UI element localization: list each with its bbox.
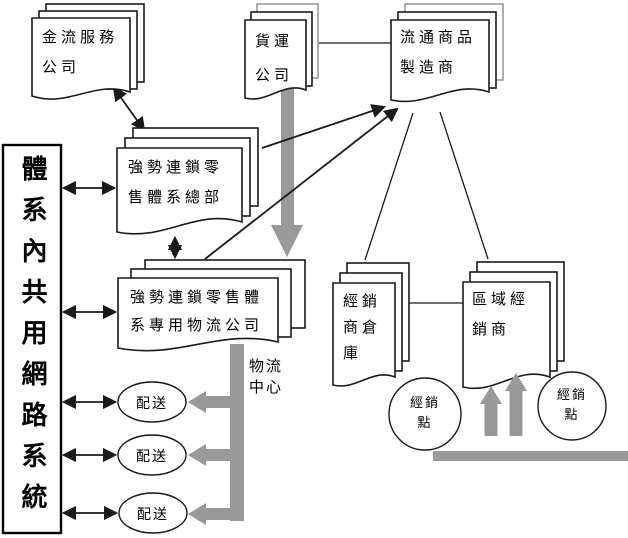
bar-to-delivery3-arrow — [188, 503, 244, 525]
logistics-company-label-line2: 系專用物流公司 — [130, 316, 264, 334]
logistics-manufacturer-arrow — [204, 107, 399, 260]
regional-up-arrow-2 — [505, 373, 527, 436]
hq-label-line2: 售體系總部 — [128, 188, 224, 206]
manufacturer-regional-line — [439, 111, 489, 260]
bottom-flow-bar — [433, 451, 628, 461]
bar-to-delivery1-arrow — [188, 391, 244, 413]
logistics-document — [117, 277, 279, 352]
distribution-center-label: 物流 中心 — [249, 356, 283, 398]
delivery-2-label: 配送 — [136, 449, 168, 465]
freight-to-logistics-arrow — [271, 88, 303, 257]
manufacturer-warehouse-line — [364, 112, 414, 261]
outlet-left-circle — [388, 377, 462, 451]
warehouse-label-line3: 庫 — [343, 344, 363, 362]
freight-company-label-line1: 貨運 — [255, 32, 294, 50]
warehouse-label-line2: 商倉 — [343, 318, 382, 336]
outlet-right-label-line1: 經銷 — [556, 388, 587, 403]
warehouse-label-line1: 經銷 — [343, 292, 382, 310]
delivery-1-ellipse — [117, 381, 187, 423]
freight-company-label: 貨運 公司 — [255, 24, 293, 92]
regional-distributor-node — [462, 261, 565, 390]
logistics-company-node — [117, 259, 306, 352]
distribution-center-label-line2: 中心 — [249, 378, 284, 396]
distribution-center-label-line1: 物流 — [249, 357, 284, 375]
hq-document — [116, 147, 243, 235]
manufacturer-label-line2: 製造商 — [400, 58, 458, 76]
regional-distributor-label-line2: 銷商 — [472, 320, 511, 338]
delivery-3-label: 配送 — [137, 507, 169, 523]
bar-to-delivery2-arrow — [188, 444, 244, 466]
logistics-company-label: 強勢連鎖零售體 系專用物流公司 — [130, 283, 263, 339]
outlet-right-label: 經銷 點 — [538, 386, 606, 426]
outlet-left-label-line1: 經銷 — [409, 396, 440, 411]
hq-label: 強勢連鎖零 售體系總部 — [128, 152, 223, 212]
outlet-right-label-line2: 點 — [564, 408, 580, 423]
warehouse-label: 經銷 商倉 庫 — [343, 288, 381, 366]
manufacturer-label: 流通商品 製造商 — [400, 22, 476, 82]
distribution-center-bar — [230, 344, 244, 521]
freight-company-node — [244, 3, 319, 100]
network-system-box — [1, 143, 63, 535]
outlet-right-circle — [537, 371, 607, 441]
network-system-label: 體系內共用網路系統 — [17, 154, 47, 524]
outlet-left-label-line2: 點 — [417, 416, 433, 431]
finance-company-label-line2: 公司 — [42, 58, 81, 76]
regional-up-arrow-1 — [480, 386, 502, 436]
finance-company-label-line1: 金流服務 — [42, 28, 119, 46]
hq-node — [116, 127, 259, 235]
finance-company-node — [31, 3, 145, 100]
outlet-left-label: 經銷 點 — [391, 394, 459, 434]
delivery-3-ellipse — [118, 492, 188, 534]
logistics-company-label-line1: 強勢連鎖零售體 — [130, 288, 264, 306]
network-system-label-wrap: 體系內共用網路系統 — [3, 145, 61, 533]
freight-company-label-line2: 公司 — [255, 66, 294, 84]
freight-document — [244, 19, 307, 100]
finance-hq-connector — [112, 86, 146, 132]
manufacturer-document — [390, 19, 490, 103]
finance-document — [31, 17, 131, 100]
hq-manufacturer-arrow — [261, 104, 387, 149]
manufacturer-label-line1: 流通商品 — [400, 28, 477, 46]
warehouse-node — [332, 262, 410, 387]
regional-distributor-label-line1: 區域經 — [472, 290, 530, 308]
finance-company-label: 金流服務 公司 — [42, 22, 118, 82]
regional-distributor-label: 區域經 銷商 — [472, 284, 529, 344]
hq-label-line1: 強勢連鎖零 — [128, 158, 224, 176]
delivery-1-label: 配送 — [136, 396, 168, 412]
regional-document — [462, 281, 551, 390]
delivery-2-ellipse — [117, 434, 187, 476]
warehouse-document — [332, 282, 396, 387]
manufacturer-node — [390, 3, 504, 103]
